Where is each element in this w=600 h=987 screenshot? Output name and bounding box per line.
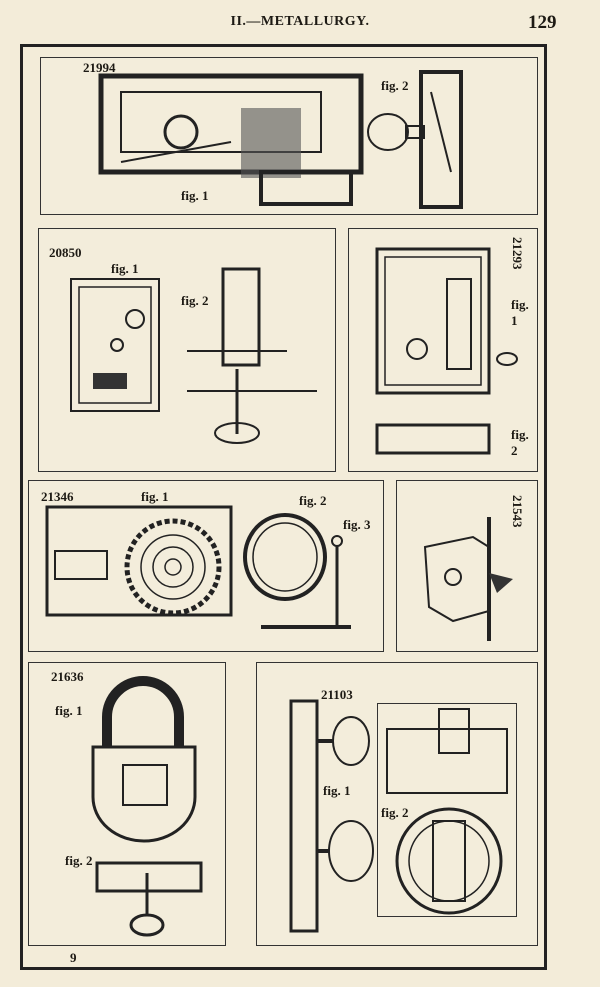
patent-number: 20850	[49, 245, 82, 260]
plate-frame	[20, 44, 547, 970]
figure-label: fig. 1	[141, 489, 169, 504]
panel-21346: 21346 fig. 1 fig. 2 fig. 3	[28, 480, 384, 652]
page-number: 129	[528, 12, 557, 33]
lock-mechanism-icon	[98, 73, 364, 206]
panel-21636: 21636 fig. 1 fig. 2	[28, 662, 226, 946]
figure-label: fig. 2	[299, 493, 327, 508]
figure-label: fig. 2	[65, 853, 93, 868]
lock-mechanism-icon	[375, 247, 518, 455]
panel-21293: 21293 fig. 1 fig. 2	[348, 228, 538, 472]
patent-number: 21103	[321, 687, 353, 702]
figure-frame	[377, 703, 517, 917]
lock-mechanism-icon	[243, 513, 351, 629]
key-icon	[367, 70, 463, 209]
figure-label: fig. 3	[343, 517, 371, 532]
patent-number: 21994	[83, 60, 116, 75]
figure-label: fig. 1	[111, 261, 139, 276]
figure-label: fig. 1	[511, 297, 529, 328]
patent-number: 21346	[41, 489, 74, 504]
lock-mechanism-icon	[289, 699, 374, 933]
figure-label: fig. 1	[55, 703, 83, 718]
panel-20850: 20850 fig. 1 fig. 2	[38, 228, 336, 472]
panel-21994: 21994 fig. 1 fig. 2	[40, 57, 538, 215]
key-icon	[95, 861, 203, 937]
running-header: II.—METALLURGY.	[230, 14, 370, 29]
lock-mechanism-icon	[70, 278, 160, 412]
padlock-icon	[91, 676, 197, 843]
spring-icon	[187, 267, 317, 444]
panel-21103: 21103 fig. 1 fig. 2	[256, 662, 538, 946]
gear-icon	[45, 505, 233, 617]
panel-21543: 21543	[396, 480, 538, 652]
figure-label: fig. 1	[323, 783, 351, 798]
patent-number: 21636	[51, 669, 84, 684]
figure-label: fig. 2	[181, 293, 209, 308]
figure-label: fig. 1	[181, 188, 209, 203]
signature-mark: 9	[70, 950, 77, 965]
figure-label: fig. 2	[511, 427, 529, 458]
figure-label: fig. 2	[381, 78, 409, 93]
figure-label: fig. 2	[381, 805, 409, 820]
lock-mechanism-icon	[423, 517, 513, 641]
lock-mechanism-icon	[386, 708, 508, 915]
